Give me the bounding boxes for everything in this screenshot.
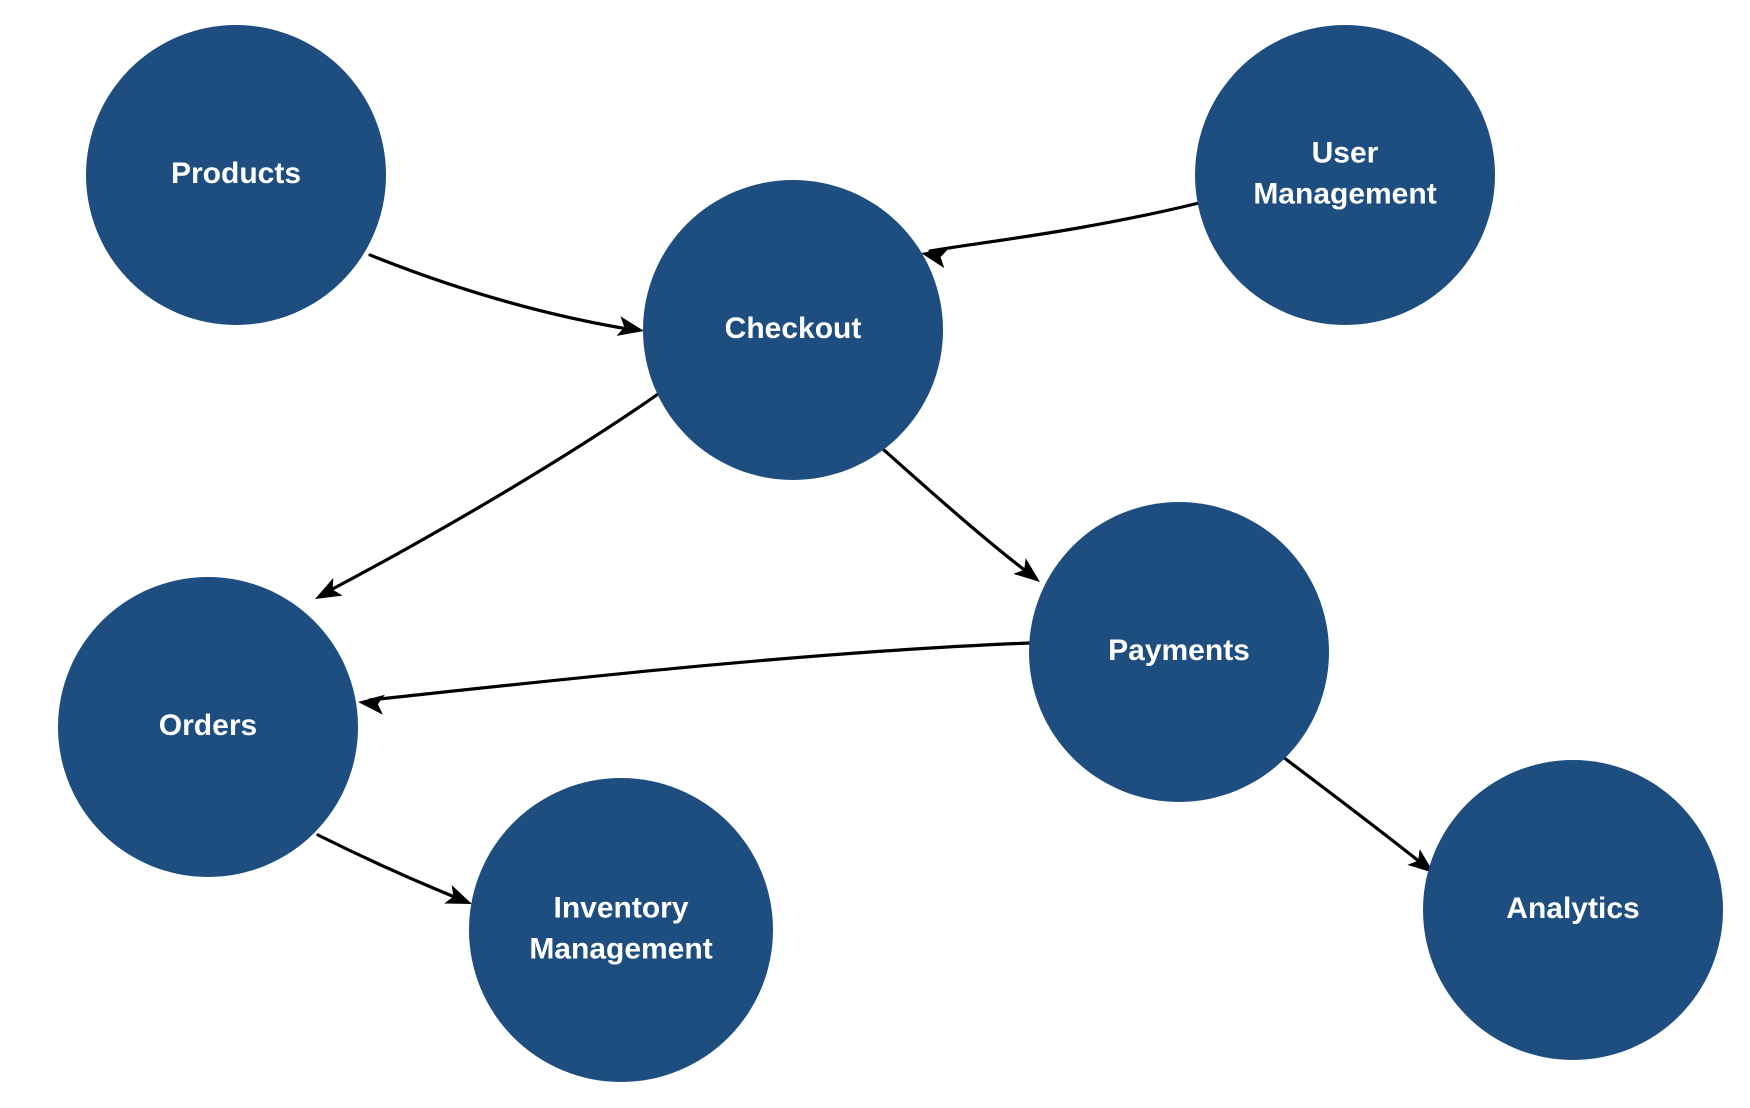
node-payments[interactable]: Payments: [1029, 502, 1329, 802]
edge-payments-to-analytics: [1281, 755, 1434, 873]
edge-payments-to-orders: [358, 641, 1032, 715]
node-analytics[interactable]: Analytics: [1423, 760, 1723, 1060]
arrowhead-icon: [444, 884, 472, 904]
edge-line: [1281, 755, 1427, 868]
node-circle-orders[interactable]: [58, 577, 358, 877]
node-circle-analytics[interactable]: [1423, 760, 1723, 1060]
edge-checkout-to-orders: [315, 390, 663, 599]
edge-checkout-to-payments: [882, 448, 1040, 582]
edge-line: [316, 833, 464, 902]
node-orders[interactable]: Orders: [58, 577, 358, 877]
edge-line: [928, 201, 1201, 253]
node-checkout[interactable]: Checkout: [643, 180, 943, 480]
arrowhead-icon: [1013, 558, 1040, 582]
edge-products-to-checkout: [368, 253, 644, 336]
edge-line: [368, 641, 1032, 702]
edges-layer: [315, 201, 1434, 904]
arrowhead-icon: [358, 694, 385, 715]
arrowhead-icon: [315, 577, 343, 599]
node-circle-checkout[interactable]: [643, 180, 943, 480]
edge-line: [368, 253, 636, 332]
node-circle-payments[interactable]: [1029, 502, 1329, 802]
arrowhead-icon: [921, 248, 949, 269]
node-products[interactable]: Products: [86, 25, 386, 325]
edge-line: [882, 448, 1033, 577]
arrowhead-icon: [616, 316, 644, 336]
edge-line: [323, 390, 663, 595]
node-circle-products[interactable]: [86, 25, 386, 325]
node-circle-user-management[interactable]: [1195, 25, 1495, 325]
node-circle-inventory-management[interactable]: [469, 778, 773, 1082]
edge-user-management-to-checkout: [921, 201, 1201, 269]
arrowhead-icon: [1407, 849, 1434, 873]
edge-orders-to-inventory-management: [316, 833, 472, 904]
